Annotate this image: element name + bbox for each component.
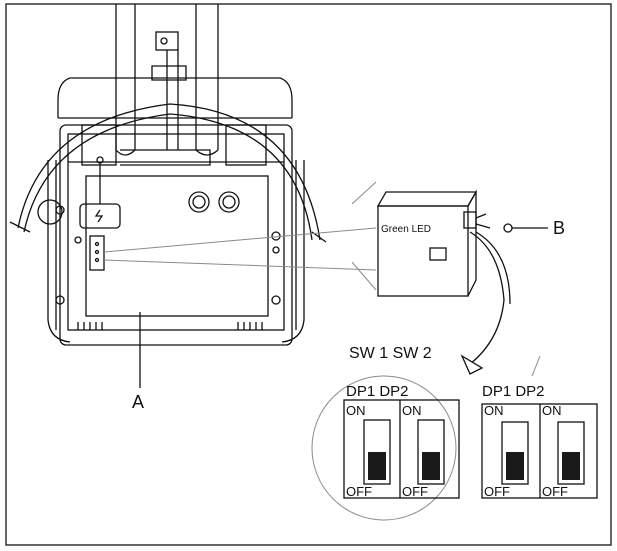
dip-group-header: DP1 DP2 [346,383,409,400]
switch-off-label: OFF [484,484,510,499]
figure-frame [5,3,612,546]
switch-on-label: ON [484,403,504,418]
dip-switch-body [363,419,391,485]
arrow-head [460,354,484,375]
dip-switch-body [417,419,445,485]
dip-group-1 [343,399,460,499]
switch-off-label: OFF [542,484,568,499]
dip-group-2 [481,403,598,499]
dip-switch-body [557,421,585,485]
green-led-label: Green LED [381,224,431,235]
unit-drawing [9,4,327,388]
switch-on-label: ON [402,403,422,418]
dip-switch-toggle [422,452,440,480]
dip-switch-toggle [506,452,524,480]
switch-on-label: ON [346,403,366,418]
sw-header: SW 1 SW 2 [349,345,432,362]
label-a: A [132,392,144,412]
dip-group-header: DP1 DP2 [482,383,545,400]
led-module [376,189,548,365]
magnifier-circle [311,375,457,521]
dip-switch-toggle [368,452,386,480]
switch-off-label: OFF [402,484,428,499]
projection-lines [103,181,377,291]
dip-switch-body [501,421,529,485]
switch-on-label: ON [542,403,562,418]
dip-switch-toggle [562,452,580,480]
switch-off-label: OFF [346,484,372,499]
label-b: B [553,218,565,238]
